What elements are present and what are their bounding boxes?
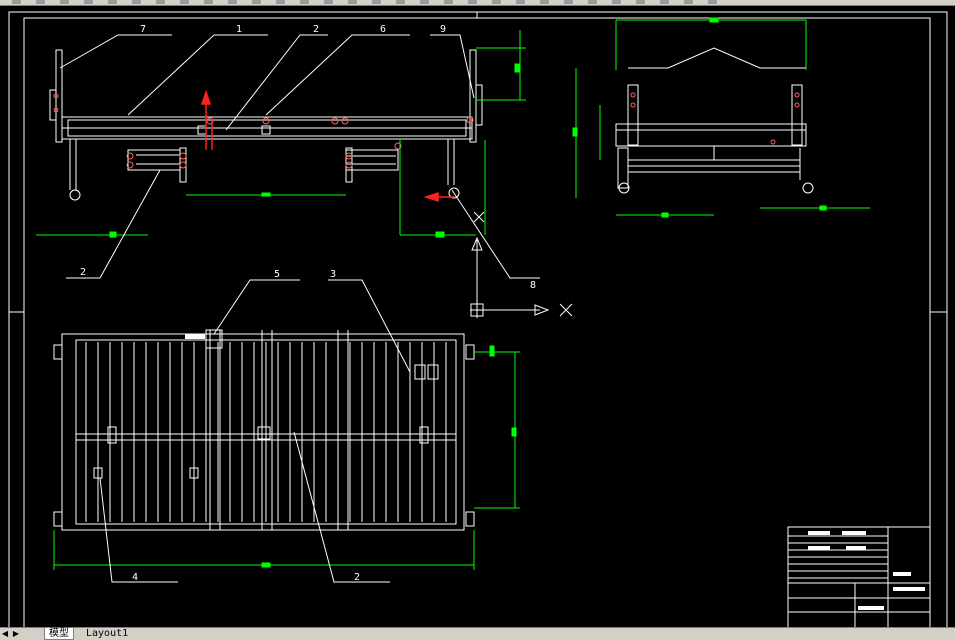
toolbar-icon[interactable] [660, 0, 669, 4]
first-tab-button[interactable]: ◀ [1, 629, 9, 638]
callout-8: 8 [530, 280, 536, 291]
tab-model[interactable]: 模型 [44, 628, 74, 640]
toolbar-icon[interactable] [396, 0, 405, 4]
title-block [787, 526, 931, 627]
callout-2-bottom: 2 [354, 572, 360, 583]
toolbar-icon[interactable] [60, 0, 69, 4]
toolbar-icon[interactable] [516, 0, 525, 4]
front-view-marks [53, 93, 474, 169]
side-view-marks [630, 92, 800, 145]
toolbar-icon[interactable] [108, 0, 117, 4]
toolbar-icon[interactable] [540, 0, 549, 4]
top-dimensions [53, 345, 520, 570]
toolbar-icon[interactable] [492, 0, 501, 4]
next-tab-button[interactable]: ▶ [12, 629, 20, 638]
top-view [53, 329, 475, 531]
toolbar-icon[interactable] [636, 0, 645, 4]
toolbar-icon[interactable] [228, 0, 237, 4]
toolbar-icon[interactable] [324, 0, 333, 4]
title-block-rows [788, 535, 888, 579]
toolbar-icon[interactable] [84, 0, 93, 4]
top-view-hatch [185, 334, 205, 339]
toolbar-icon[interactable] [156, 0, 165, 4]
top-view-slats [85, 342, 447, 522]
side-view [615, 47, 814, 194]
top-leaders [99, 279, 411, 583]
callout-2: 2 [313, 24, 319, 35]
toolbar-icon[interactable] [564, 0, 573, 4]
toolbar-icon[interactable] [300, 0, 309, 4]
toolbar-icon[interactable] [276, 0, 285, 4]
front-dimensions [36, 30, 526, 238]
callout-1: 1 [236, 24, 242, 35]
ucs-axis-icon [470, 211, 573, 318]
side-dimensions [572, 17, 870, 218]
ucs-icon-front [200, 89, 455, 203]
toolbar-icon[interactable] [372, 0, 381, 4]
toolbar-icon[interactable] [444, 0, 453, 4]
tab-layout1[interactable]: Layout1 [86, 628, 129, 639]
toolbar-icon[interactable] [36, 0, 45, 4]
toolbar-icon[interactable] [612, 0, 621, 4]
front-leaders [59, 34, 540, 279]
toolbar-icon[interactable] [684, 0, 693, 4]
toolbar-icon[interactable] [180, 0, 189, 4]
toolbar-icon[interactable] [252, 0, 261, 4]
callout-9: 9 [440, 24, 446, 35]
drawing-canvas[interactable]: 7 1 2 6 9 2 8 [0, 5, 955, 627]
callout-2-lower: 2 [80, 267, 86, 278]
toolbar-icon[interactable] [420, 0, 429, 4]
callout-7: 7 [140, 24, 146, 35]
callout-4: 4 [132, 572, 138, 583]
callout-6: 6 [380, 24, 386, 35]
toolbar-icon[interactable] [588, 0, 597, 4]
toolbar-icon[interactable] [132, 0, 141, 4]
toolbar-icon[interactable] [348, 0, 357, 4]
toolbar-icon[interactable] [204, 0, 213, 4]
title-block-text [808, 531, 925, 610]
callout-3: 3 [330, 269, 336, 280]
layout-tab-bar: ◀ ▶ 模型 Layout1 [0, 627, 955, 640]
toolbar-icon[interactable] [12, 0, 21, 4]
drawing-frame [8, 11, 948, 627]
toolbar-icon[interactable] [708, 0, 717, 4]
toolbar-icon[interactable] [468, 0, 477, 4]
front-view [49, 49, 483, 201]
callout-5: 5 [274, 269, 280, 280]
toolbar [0, 0, 955, 6]
